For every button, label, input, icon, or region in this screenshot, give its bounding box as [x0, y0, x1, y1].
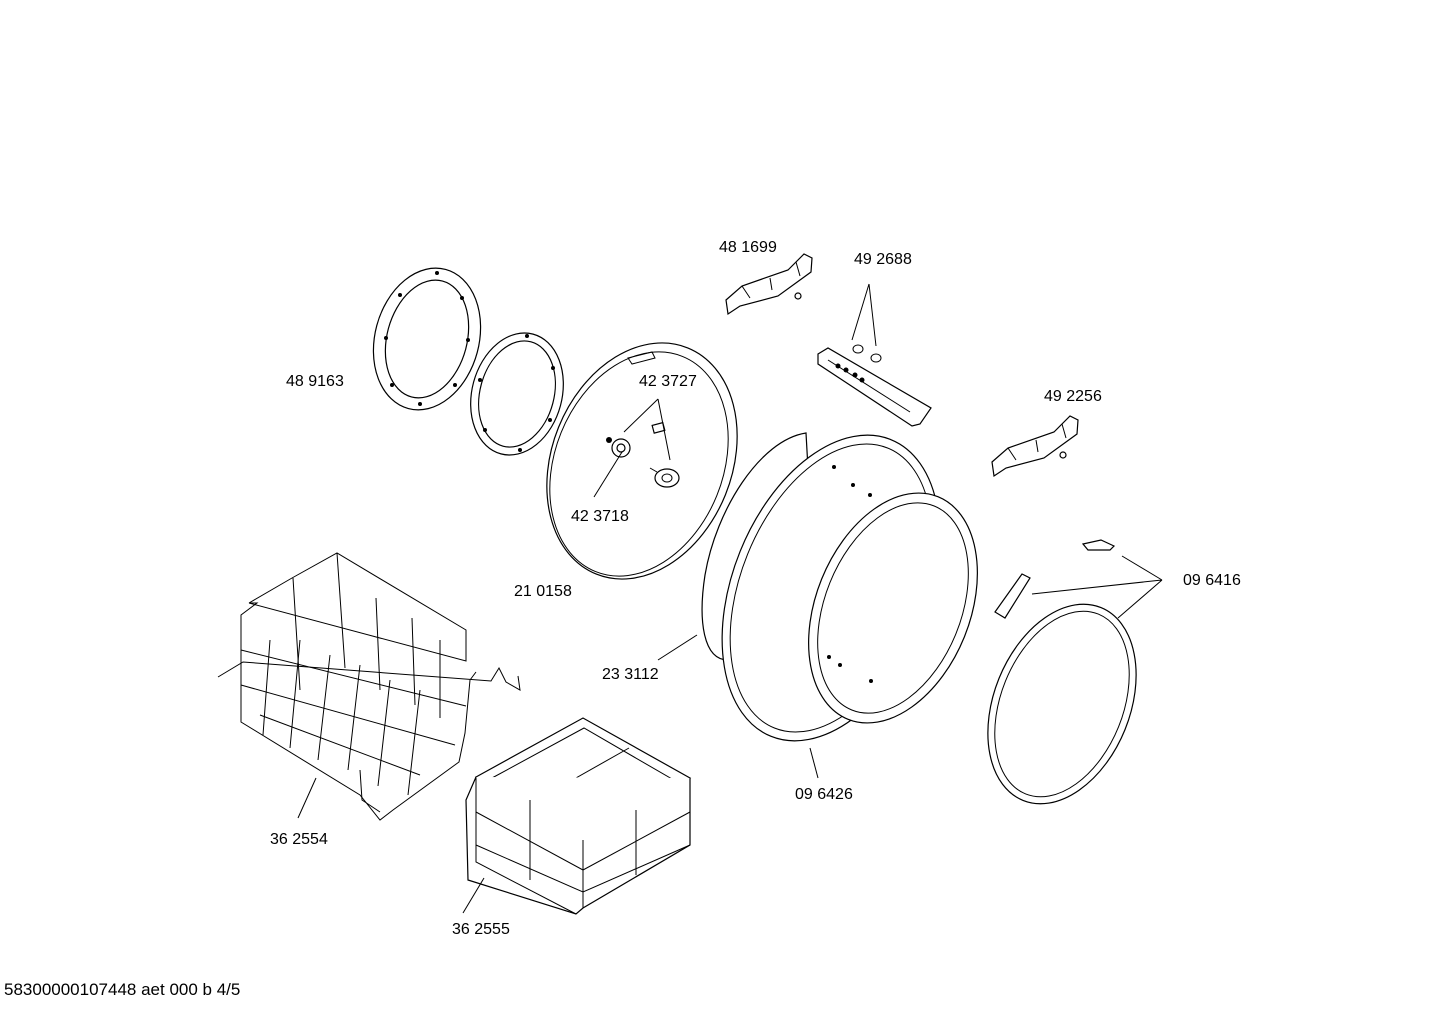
- label-49-2256: 49 2256: [1044, 388, 1102, 405]
- footer-document-code: 58300000107448 aet 000 b 4/5: [4, 980, 241, 999]
- part-48-1699-bracket: [725, 253, 813, 316]
- part-09-6416-seal: [987, 539, 1137, 805]
- label-42-3727: 42 3727: [639, 373, 697, 390]
- part-49-2688-filter-housing: [817, 344, 932, 427]
- part-flange-ring: [470, 332, 564, 456]
- part-42-3718-bearing: [606, 437, 631, 458]
- part-48-9163-gasket-ring: [372, 267, 482, 411]
- label-36-2554: 36 2554: [270, 831, 328, 848]
- part-21-0158-rear-drum-plate: [546, 342, 738, 580]
- part-labels: 48 1699 49 2688 48 9163 42 3727 49 2256 …: [270, 239, 1241, 938]
- part-23-3112-drum-body: [701, 432, 978, 742]
- label-48-9163: 48 9163: [286, 373, 344, 390]
- label-09-6416: 09 6416: [1183, 572, 1241, 589]
- label-49-2688: 49 2688: [854, 251, 912, 268]
- part-36-2554-wire-rack: [217, 552, 521, 821]
- label-23-3112: 23 3112: [602, 666, 659, 683]
- label-42-3718: 42 3718: [571, 508, 629, 525]
- label-21-0158: 21 0158: [514, 583, 572, 600]
- label-36-2555: 36 2555: [452, 921, 510, 938]
- part-49-2256-bracket: [991, 415, 1079, 478]
- label-09-6426: 09 6426: [795, 786, 853, 803]
- label-48-1699: 48 1699: [719, 239, 777, 256]
- leader-lines: [297, 283, 1163, 914]
- part-36-2555-drying-rack: [465, 717, 692, 915]
